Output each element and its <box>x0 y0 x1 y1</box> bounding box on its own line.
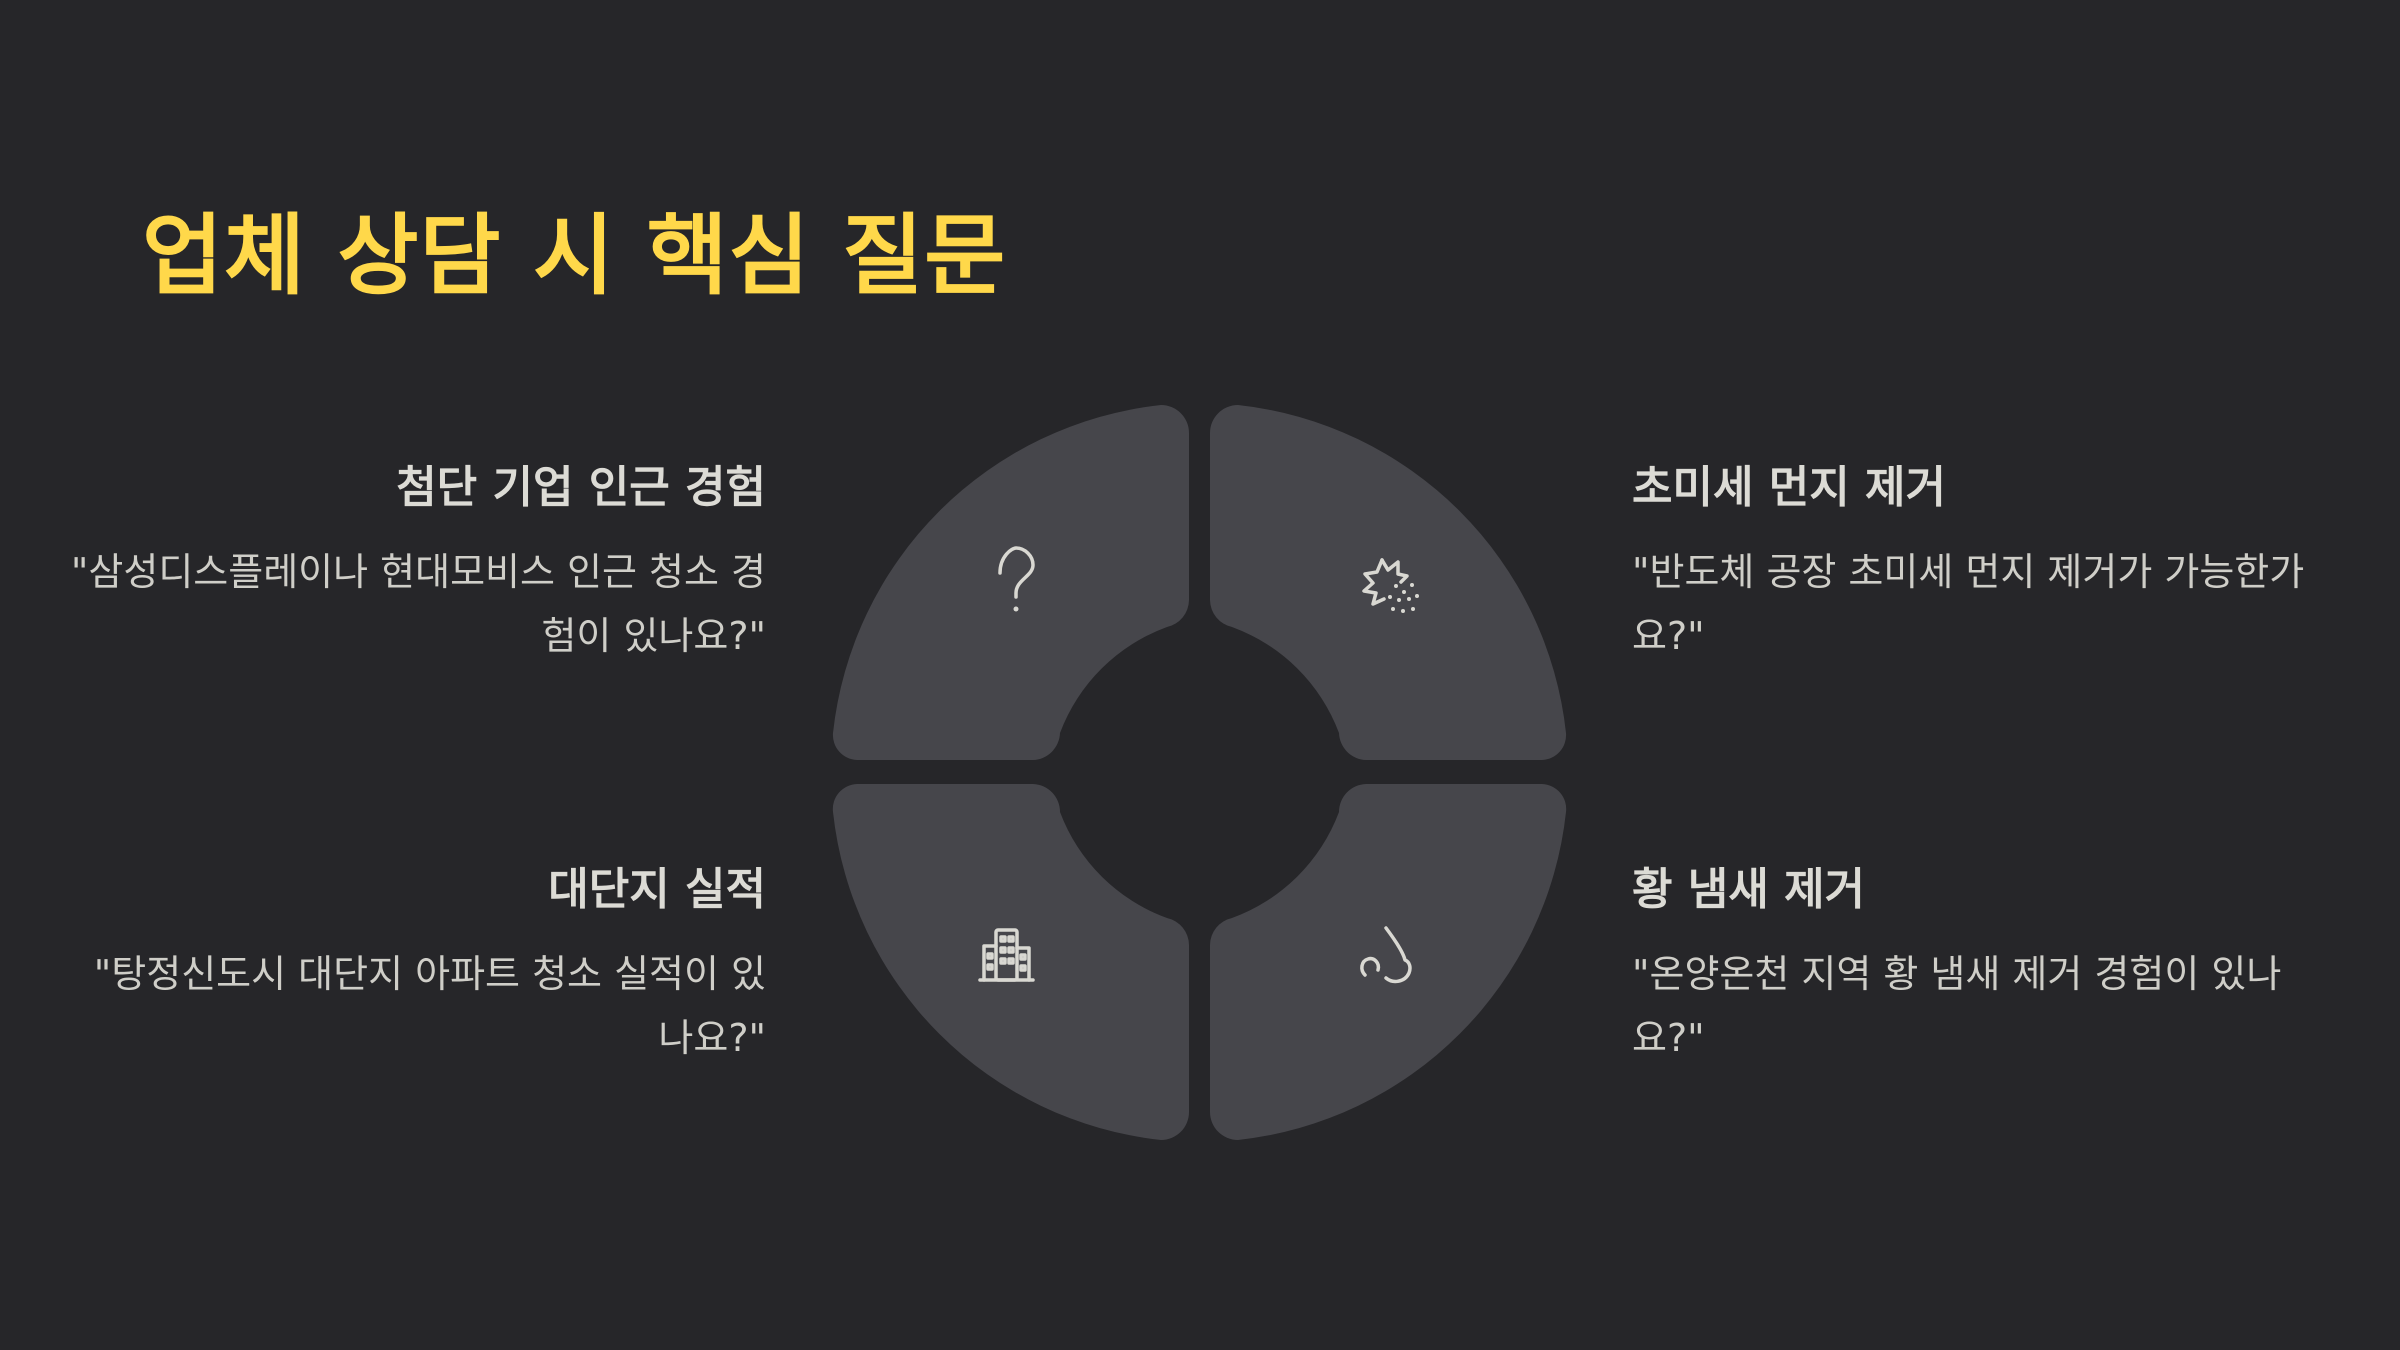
question-text: "삼성디스플레이나 현대모비스 인근 청소 경험이 있나요?" <box>70 550 766 658</box>
question-text: "온양온천 지역 황 냄새 제거 경험이 있나요?" <box>1632 952 2282 1060</box>
question-block-sulfur-smell: 황 냄새 제거 "온양온천 지역 황 냄새 제거 경험이 있나요?" <box>1632 860 2332 1070</box>
question-block-large-complex: 대단지 실적 "탕정신도시 대단지 아파트 청소 실적이 있나요?" <box>66 860 766 1070</box>
question-mark-icon <box>998 546 1035 612</box>
question-text: "반도체 공장 초미세 먼지 제거가 가능한가요?" <box>1632 550 2305 658</box>
quadrant-segment-top-right <box>1210 405 1567 760</box>
quadrant-segment-bottom-right <box>1210 784 1567 1140</box>
question-heading: 황 냄새 제거 <box>1632 864 1866 915</box>
slide-title: 업체 상담 시 핵심 질문 <box>142 204 1007 307</box>
question-text: "탕정신도시 대단지 아파트 청소 실적이 있나요?" <box>93 952 766 1060</box>
apartment-building-icon <box>978 928 1035 982</box>
question-block-fine-dust: 초미세 먼지 제거 "반도체 공장 초미세 먼지 제거가 가능한가요?" <box>1632 458 2332 668</box>
fine-dust-icon <box>1362 558 1419 613</box>
question-block-advanced-companies: 첨단 기업 인근 경험 "삼성디스플레이나 현대모비스 인근 청소 경험이 있나… <box>66 458 766 668</box>
question-heading: 첨단 기업 인근 경험 <box>396 462 766 513</box>
question-heading: 초미세 먼지 제거 <box>1632 462 1946 513</box>
nose-smell-icon <box>1360 926 1412 984</box>
question-heading: 대단지 실적 <box>548 864 766 915</box>
quadrant-segment-top-left <box>832 405 1189 760</box>
